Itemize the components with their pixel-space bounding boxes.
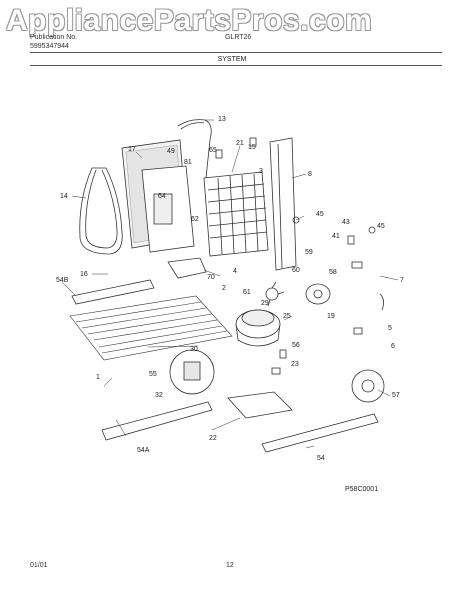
compressor xyxy=(235,309,281,347)
callout-7: 7 xyxy=(400,277,404,284)
callout-25: 25 xyxy=(283,313,291,320)
header-divider xyxy=(30,52,442,53)
callout-13: 13 xyxy=(218,116,226,123)
callout-60: 60 xyxy=(292,267,300,274)
callout-5: 5 xyxy=(388,325,392,332)
footer-date: 01/01 xyxy=(30,562,48,569)
callout-54a: 54A xyxy=(137,447,150,454)
callout-59: 59 xyxy=(305,249,313,256)
publication-label: Publication No. xyxy=(30,34,78,41)
bracket-54b xyxy=(71,279,155,305)
fan-motor xyxy=(305,283,331,305)
footer-page-number: 12 xyxy=(226,562,234,569)
callout-3: 3 xyxy=(259,168,263,175)
callout-70: 70 xyxy=(207,274,215,281)
figure-code: P58C0001 xyxy=(345,486,379,493)
drain-channel xyxy=(269,137,297,271)
callout-16: 16 xyxy=(80,271,88,278)
callout-32: 32 xyxy=(155,392,163,399)
evaporator-cover xyxy=(141,165,195,253)
callout-29: 29 xyxy=(261,300,269,307)
callout-2: 2 xyxy=(222,285,226,292)
callout-41: 41 xyxy=(332,233,340,240)
publication-number: 5995347944 xyxy=(30,43,69,50)
defrost-heater xyxy=(79,167,123,255)
grommet-inset xyxy=(351,369,385,403)
leader-lines xyxy=(61,119,399,449)
evaporator-coil xyxy=(203,171,269,257)
title-divider xyxy=(30,65,442,66)
callout-17: 17 xyxy=(128,146,136,153)
callout-19: 19 xyxy=(327,313,335,320)
small-parts xyxy=(215,137,384,375)
callout-45-left: 45 xyxy=(316,211,324,218)
callout-15: 15 xyxy=(248,144,256,151)
compressor-base xyxy=(227,391,293,419)
callout-81: 81 xyxy=(184,159,192,166)
callout-65: 65 xyxy=(209,147,217,154)
callout-22: 22 xyxy=(209,435,217,442)
model-number: GLRT26 xyxy=(225,34,252,41)
callout-6: 6 xyxy=(391,343,395,350)
condenser xyxy=(69,295,233,361)
relay-inset xyxy=(169,349,215,395)
drain-trough xyxy=(167,257,207,279)
callout-30: 30 xyxy=(190,346,198,353)
callout-21: 21 xyxy=(236,140,244,147)
callout-49: 49 xyxy=(167,148,175,155)
callout-62: 62 xyxy=(191,216,199,223)
watermark: AppliancePartsPros.com xyxy=(6,4,373,37)
callout-45-right: 45 xyxy=(377,223,385,230)
callout-labels: 13 17 21 15 65 49 81 3 8 14 64 62 45 43 … xyxy=(56,116,404,462)
callout-54b: 54B xyxy=(56,277,69,284)
callout-55: 55 xyxy=(149,371,157,378)
condenser-fan xyxy=(265,281,285,307)
callout-8: 8 xyxy=(308,171,312,178)
callout-56: 56 xyxy=(292,342,300,349)
callout-4: 4 xyxy=(233,268,237,275)
callout-58: 58 xyxy=(329,269,337,276)
callout-43: 43 xyxy=(342,219,350,226)
rail-54 xyxy=(261,413,379,453)
callout-23: 23 xyxy=(291,361,299,368)
callout-14: 14 xyxy=(60,193,68,200)
rail-54a xyxy=(101,401,213,441)
callout-57: 57 xyxy=(392,392,400,399)
section-title: SYSTEM xyxy=(217,56,247,63)
callout-1: 1 xyxy=(96,374,100,381)
callout-54: 54 xyxy=(317,455,325,462)
callout-61: 61 xyxy=(243,289,251,296)
callout-64: 64 xyxy=(158,193,166,200)
